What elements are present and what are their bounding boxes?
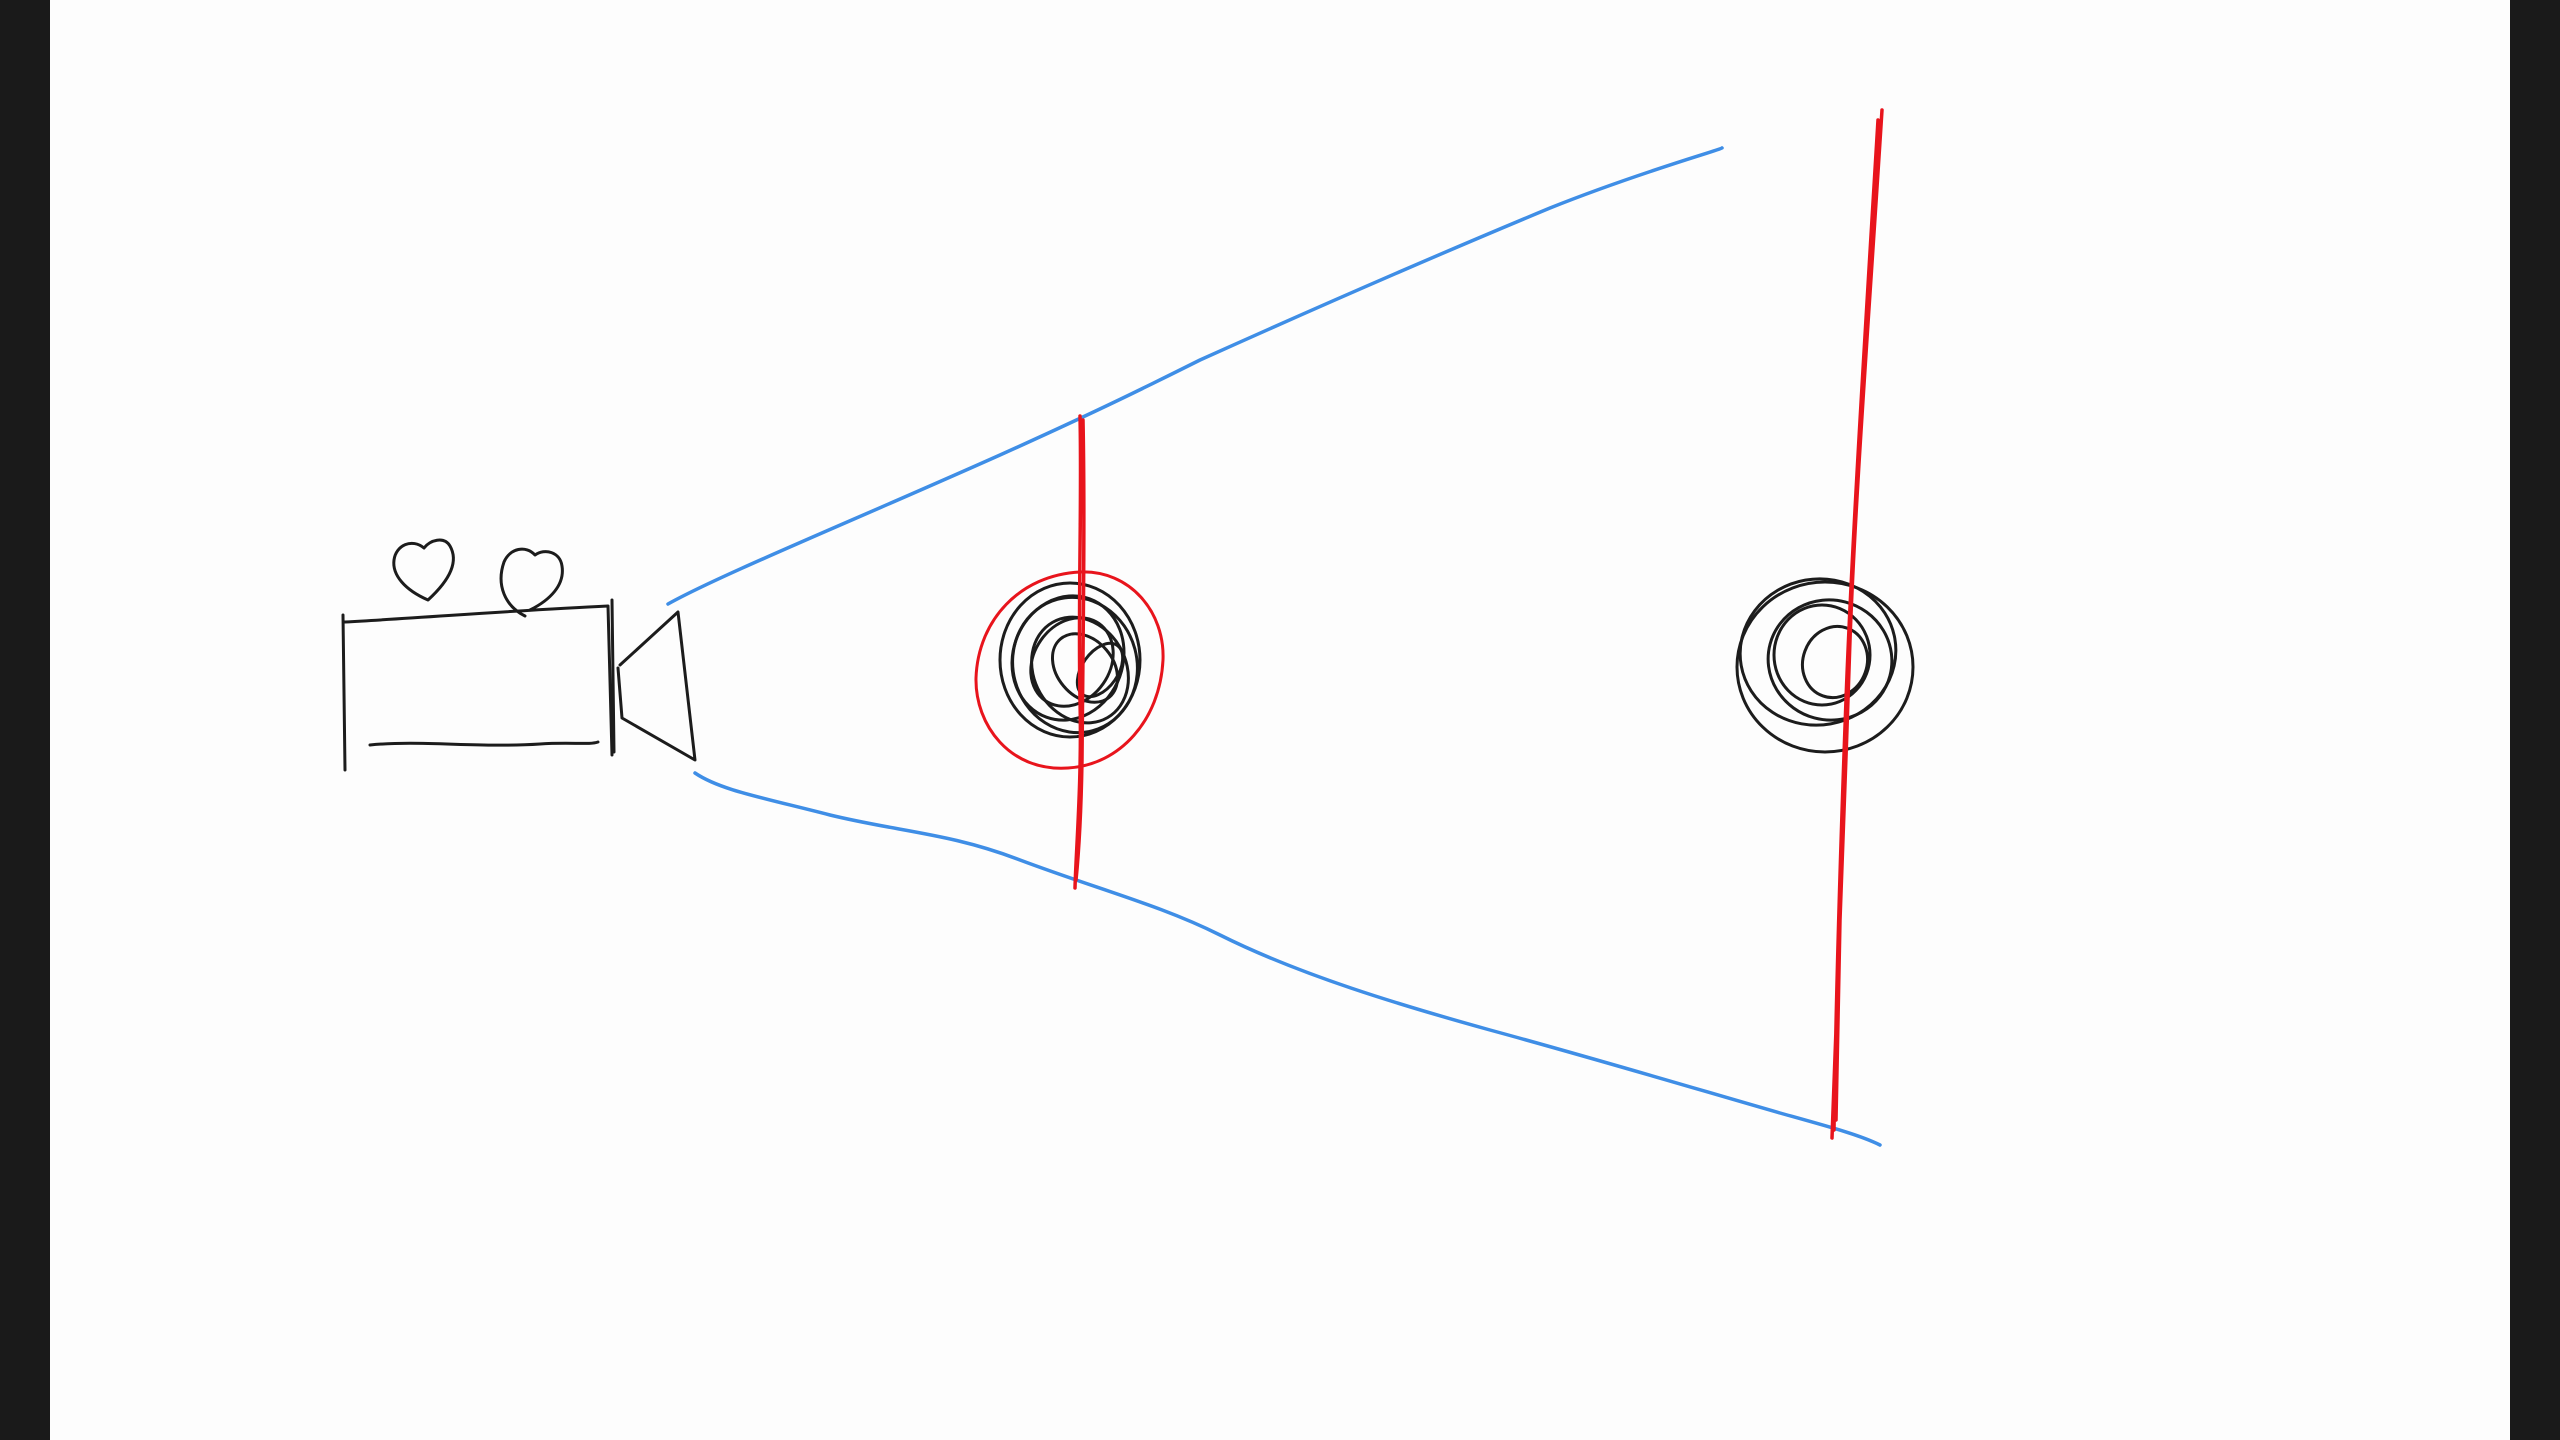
whiteboard-canvas [50,0,2510,1440]
near-object-scribble [998,581,1142,739]
frustum-top-edge [666,146,1724,606]
camera-body [341,598,616,772]
near-plane-line [1073,414,1086,890]
far-plane-line [1830,108,1884,1140]
near-object [974,414,1165,890]
far-object [1735,108,1915,1140]
frustum [666,146,1882,1147]
left-letterbox-bar [0,0,50,1440]
camera-reel-right [499,547,564,618]
near-object-outline [974,570,1165,770]
right-letterbox-bar [2510,0,2560,1440]
sketch-svg [341,108,1915,1147]
frustum-bottom-edge [693,771,1882,1147]
movie-camera-icon [341,538,697,772]
far-object-scribble [1735,577,1915,754]
camera-reel-left [392,538,455,602]
camera-lens [616,610,697,762]
